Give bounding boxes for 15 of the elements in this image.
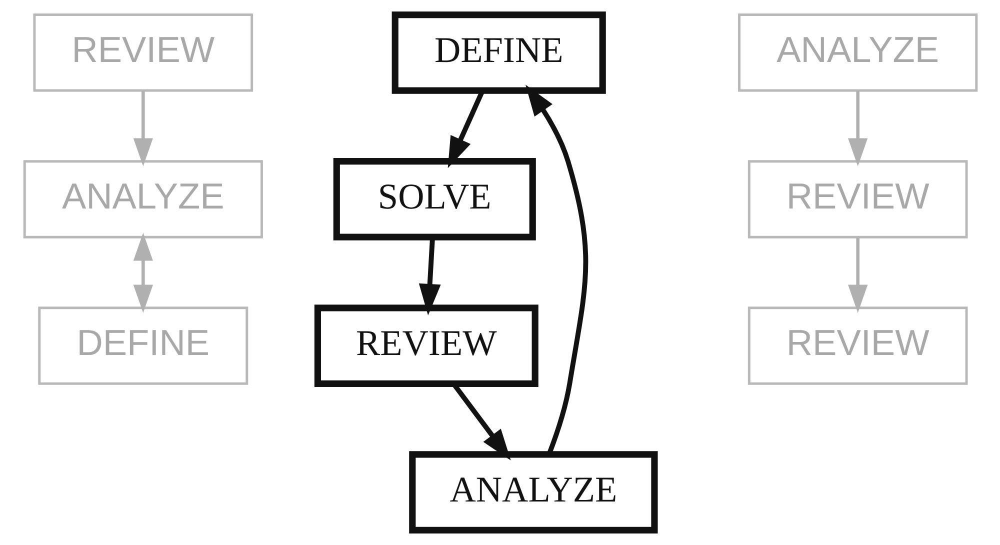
node-box: SOLVE [332,158,536,240]
arrow [132,232,152,313]
node-box: ANALYZE [408,451,658,534]
arrow [848,238,868,313]
node-box: DEFINE [38,306,248,385]
arrow [132,91,152,166]
node-box: DEFINE [391,11,606,94]
node-box: REVIEW [747,160,968,238]
node-box: ANALYZE [738,14,978,92]
node-box: REVIEW [314,304,538,387]
arrow [848,91,868,166]
arrow [418,238,440,316]
node-box: REVIEW [32,14,253,92]
node-box: ANALYZE [22,160,262,238]
node-box: REVIEW [747,306,968,385]
